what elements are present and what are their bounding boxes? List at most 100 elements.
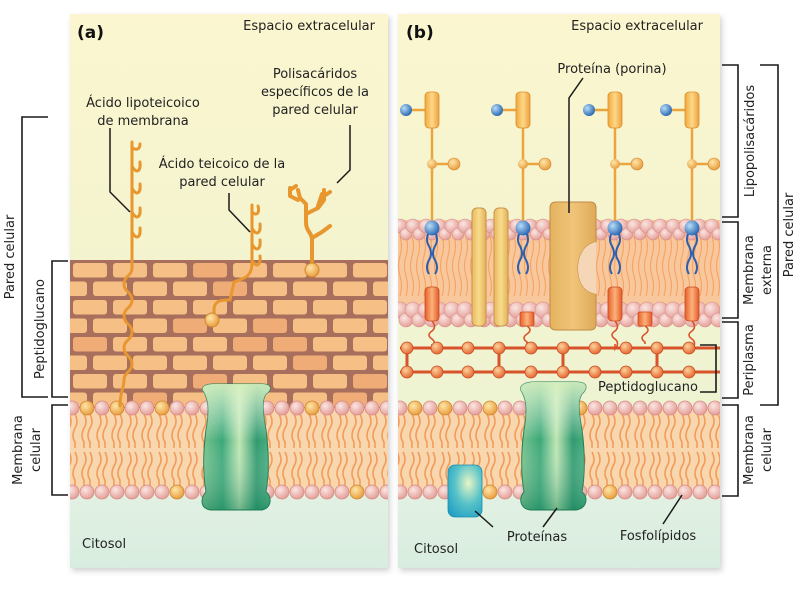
- peptidoglycan-brick: [293, 319, 327, 334]
- phospholipid-head: [648, 401, 662, 415]
- lipoteichoic-label-line2: de membrana: [97, 114, 188, 129]
- peptidoglycan-node: [683, 366, 695, 378]
- panel-b-extracellular-label: Espacio extracelular: [571, 19, 703, 34]
- panel-a-brackets: Pared celular Peptidoglucano Membrana ce…: [3, 117, 68, 495]
- panel-b-cytosol-label: Citosol: [414, 542, 458, 557]
- membrane-bracket-b: [722, 405, 738, 496]
- outer-membrane-bracket: [722, 222, 738, 318]
- peptidoglycan-node: [683, 342, 695, 354]
- polysaccharide-label-line3: pared celular: [272, 103, 358, 118]
- peptidoglycan-node: [525, 366, 537, 378]
- peptidoglycan-brick: [353, 263, 387, 278]
- phospholipid-head: [335, 485, 349, 499]
- peptidoglycan-brick: [353, 337, 387, 352]
- phospholipid-head: [155, 485, 169, 499]
- membrane-bracket-a: [52, 405, 68, 495]
- peptidoglycan-brick: [313, 337, 347, 352]
- teichoic-label-line1: Ácido teicoico de la: [159, 156, 285, 172]
- phospholipid-head: [140, 401, 154, 415]
- lps-o-antigen-end: [400, 104, 412, 116]
- membrane-bracket-a-label-line2: celular: [29, 427, 44, 472]
- peptidoglycan-brick: [153, 337, 187, 352]
- lps-bracket-label: Lipopolisacáridos: [743, 85, 758, 198]
- teichoic-anchor: [205, 313, 219, 327]
- peripheral-protein: [448, 465, 482, 517]
- peptidoglycan-brick: [153, 300, 187, 315]
- peptidoglycan-brick: [233, 300, 267, 315]
- phospholipid-head: [423, 485, 437, 499]
- panel-b: (b) Espacio extracelular Citosol Proteín…: [392, 14, 725, 568]
- peptidoglycan-brick: [193, 263, 227, 278]
- phospholipid-head: [663, 485, 677, 499]
- periplasm-bracket: [722, 322, 738, 398]
- phospholipid-head: [468, 401, 482, 415]
- peptidoglycan-bracket-a: [52, 261, 68, 397]
- phospholipid-head: [185, 485, 199, 499]
- phospholipid-head: [408, 485, 422, 499]
- proteins-label: Proteínas: [507, 530, 568, 545]
- phospholipid-head: [65, 401, 79, 415]
- phospholipid-head: [393, 485, 407, 499]
- phospholipid-head: [603, 401, 617, 415]
- phospholipid-head: [350, 485, 364, 499]
- phospholipid-head: [80, 485, 94, 499]
- peptidoglycan-node: [557, 366, 569, 378]
- peptidoglycan-brick: [73, 374, 107, 389]
- outer-membrane-label-line1: Membrana: [742, 235, 757, 305]
- phospholipid-head: [365, 485, 379, 499]
- phospholipid-head: [65, 485, 79, 499]
- peptidoglycan-brick: [273, 337, 307, 352]
- peptidoglycan-node: [651, 342, 663, 354]
- phospholipid-head: [588, 401, 602, 415]
- peptidoglycan-brick: [173, 356, 207, 371]
- phospholipid-head: [711, 313, 725, 327]
- lipid-a-head: [425, 221, 440, 236]
- phospholipid-head: [423, 401, 437, 415]
- peptidoglycan-brick: [353, 300, 387, 315]
- panel-a-label: (a): [77, 23, 104, 43]
- phospholipid-head: [170, 401, 184, 415]
- peptidoglycan-brick: [53, 319, 87, 334]
- lipid-a-head: [516, 221, 531, 236]
- phospholipid-head: [140, 485, 154, 499]
- peptidoglycan-label-b: Peptidoglucano: [598, 380, 698, 395]
- phospholipid-head: [393, 401, 407, 415]
- porin-label: Proteína (porina): [557, 62, 666, 77]
- panel-a-cytosol-label: Citosol: [82, 537, 126, 552]
- phospholipid-head: [712, 228, 724, 240]
- membrane-bracket-b-label-line2: celular: [760, 427, 775, 472]
- peptidoglycan-brick: [133, 282, 167, 297]
- phospholipid-head: [335, 401, 349, 415]
- lipoteichoic-label-line1: Ácido lipoteicoico: [86, 95, 200, 111]
- phospholipid-head: [663, 401, 677, 415]
- cell-wall-bracket-b-label: Pared celular: [782, 192, 797, 277]
- phospholipid-head: [708, 485, 722, 499]
- peptidoglycan-node: [493, 342, 505, 354]
- phospholipid-head: [498, 401, 512, 415]
- peptidoglycan-brick: [273, 374, 307, 389]
- lipid-a-head: [685, 221, 700, 236]
- peptidoglycan-brick: [113, 374, 147, 389]
- polysaccharide-label-line2: específicos de la: [261, 85, 369, 100]
- peptidoglycan-brick: [253, 356, 287, 371]
- peptidoglycan-node: [493, 366, 505, 378]
- peptidoglycan-node: [589, 342, 601, 354]
- peptidoglycan-brick: [73, 337, 107, 352]
- phospholipid-head: [483, 485, 497, 499]
- phospholipid-head: [320, 401, 334, 415]
- lps-bracket: [722, 65, 738, 217]
- peptidoglycan-brick: [353, 374, 387, 389]
- peptidoglycan-brick: [93, 356, 127, 371]
- peptidoglycan-node: [620, 342, 632, 354]
- phospholipid-head: [483, 401, 497, 415]
- peptidoglycan-brick: [253, 319, 287, 334]
- peptidoglycan-node: [462, 366, 474, 378]
- peptidoglycan-brick: [313, 374, 347, 389]
- peptidoglycan-brick: [53, 356, 87, 371]
- phospholipid-head: [693, 485, 707, 499]
- peptidoglycan-brick: [293, 356, 327, 371]
- peptidoglycan-node: [557, 342, 569, 354]
- panel-a-extracellular-label: Espacio extracelular: [243, 19, 375, 34]
- phospholipid-head: [350, 401, 364, 415]
- peptidoglycan-brick: [333, 282, 367, 297]
